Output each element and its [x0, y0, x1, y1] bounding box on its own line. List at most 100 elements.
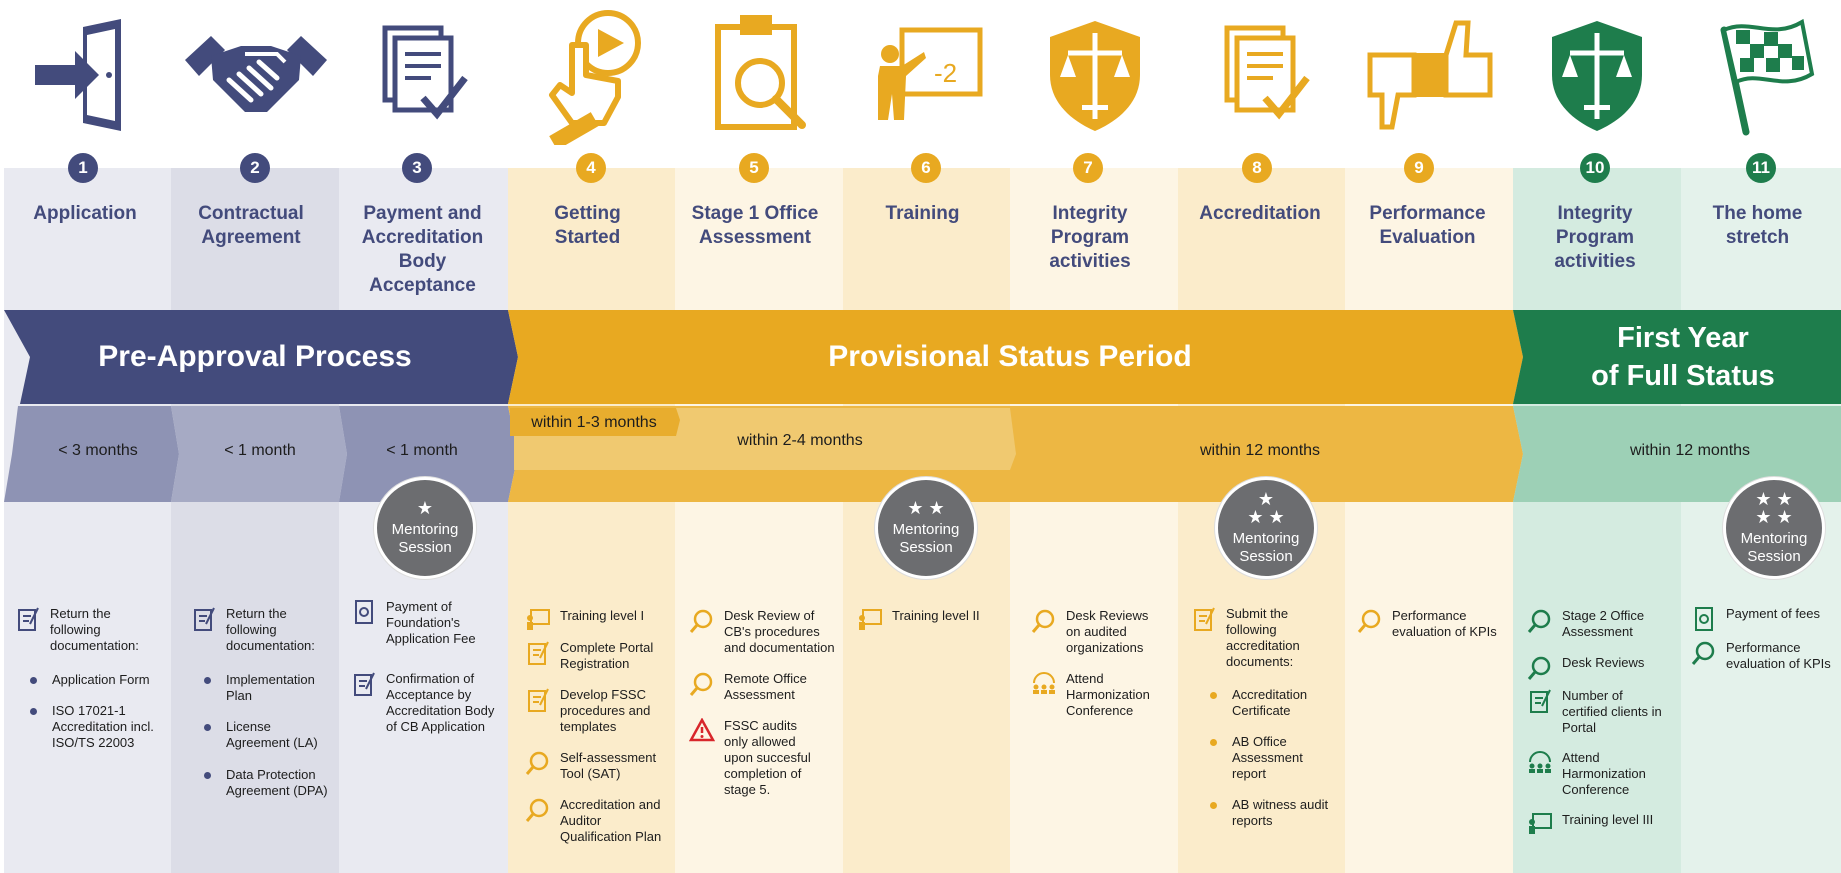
- column-bg-1: [4, 168, 171, 873]
- mentoring-label-1: Mentoring: [1232, 530, 1300, 547]
- document-edit-icon: [1190, 606, 1218, 634]
- clipboard-search-icon: [680, 0, 840, 150]
- bullet-dot: [30, 708, 37, 715]
- col9-item-1: Performance evaluation of KPIs: [1356, 608, 1511, 640]
- step-title-11: The home stretch: [1712, 203, 1803, 248]
- step-number-8: 8: [1242, 153, 1272, 183]
- column-bg-2: [171, 168, 339, 873]
- document-edit-icon: [1526, 688, 1554, 716]
- bullet-dot: [204, 677, 211, 684]
- col4-item-1-text: Training level I: [560, 608, 645, 623]
- col2-intro-text: Return the following documentation:: [226, 606, 315, 653]
- teacher-board-icon: -2: [848, 0, 1008, 150]
- people-group-icon: [1526, 750, 1554, 778]
- magnifier-icon: [1690, 640, 1718, 668]
- col5-item-3-text: FSSC audits only allowed upon succesful …: [724, 718, 811, 797]
- step-title-4: Getting Started: [554, 203, 621, 248]
- step-number-4: 4: [576, 153, 606, 183]
- step-title-3: Payment and Accreditation Body Acceptanc…: [361, 203, 484, 296]
- documents-approved-icon: [345, 0, 495, 150]
- col11-item-2-text: Performance evaluation of KPIs: [1726, 640, 1831, 671]
- col6-item-1: Training level II: [856, 608, 1006, 636]
- thumbs-up-down-icon: [1350, 0, 1510, 150]
- step-title-9: Performance Evaluation: [1369, 203, 1486, 248]
- step-number-1: 1: [68, 153, 98, 183]
- mentoring-label-1: Mentoring: [892, 521, 960, 538]
- step-title-8: Accreditation: [1199, 203, 1321, 224]
- step-number-11: 11: [1746, 153, 1776, 183]
- mentoring-label-2: Session: [398, 539, 452, 556]
- phase-first-year: First Year of Full Status: [1525, 310, 1841, 404]
- people-group-icon: [1030, 671, 1058, 699]
- col10-item-2-text: Desk Reviews: [1562, 655, 1645, 670]
- duration-first-year: within 12 months: [1629, 442, 1751, 459]
- bullet-dot: [204, 724, 211, 731]
- step-title-1: Application: [33, 203, 137, 224]
- duration-step-4: within 1-3 months: [531, 414, 657, 431]
- mentoring-label-2: Session: [899, 539, 953, 556]
- phase-first-year-line2: of Full Status: [1591, 360, 1775, 392]
- col4-item-5: Accreditation and Auditor Qualification …: [524, 797, 674, 845]
- col5-item-2-text: Remote Office Assessment: [724, 671, 807, 702]
- col7-item-2-text: Attend Harmonization Conference: [1066, 671, 1150, 718]
- magnifier-icon: [1356, 608, 1384, 636]
- col10-item-2: Desk Reviews: [1526, 655, 1676, 683]
- col3-item-2: Confirmation of Acceptance by Accreditat…: [350, 671, 505, 735]
- bullet-dot: [1210, 802, 1217, 809]
- step-title-6: Training: [885, 203, 960, 224]
- step-title-10: Integrity Program activities: [1554, 203, 1636, 272]
- col4-item-5-text: Accreditation and Auditor Qualification …: [560, 797, 662, 844]
- bullet-dot: [1210, 739, 1217, 746]
- duration-step-1: < 3 months: [58, 442, 138, 459]
- magnifier-icon: [1030, 608, 1058, 636]
- step-number-3: 3: [402, 153, 432, 183]
- mentoring-label-2: Session: [1747, 548, 1801, 565]
- checkered-flag-icon: [1684, 0, 1839, 150]
- col2-bullet-3: Data Protection Agreement (DPA): [204, 767, 336, 799]
- column-bg-10: [1513, 168, 1681, 873]
- col2-bullet-1: Implementation Plan: [204, 672, 336, 704]
- col4-item-3-text: Develop FSSC procedures and templates: [560, 687, 651, 734]
- document-edit-icon: [14, 606, 42, 634]
- col8-bullet-3: AB witness audit reports: [1210, 797, 1337, 829]
- col1-bullet-2: ISO 17021-1 Accreditation incl. ISO/TS 2…: [30, 703, 162, 751]
- col7-item-1: Desk Reviews on audited organizations: [1030, 608, 1175, 656]
- document-edit-icon: [350, 671, 378, 699]
- col4-item-3: Develop FSSC procedures and templates: [524, 687, 674, 735]
- svg-text:-2: -2: [934, 58, 957, 88]
- col10-item-1-text: Stage 2 Office Assessment: [1562, 608, 1645, 639]
- training-icon: [1526, 812, 1554, 840]
- play-touch-icon: [512, 0, 672, 150]
- magnifier-icon: [524, 750, 552, 778]
- shield-scales-icon: [1015, 0, 1175, 150]
- col11-item-2: Performance evaluation of KPIs: [1690, 640, 1840, 672]
- phase-pre-approval: Pre-Approval Process: [98, 340, 412, 373]
- step-title-7: Integrity Program activities: [1049, 203, 1131, 272]
- column-bg-9: [1345, 168, 1513, 873]
- duration-provisional: within 12 months: [1199, 442, 1321, 459]
- four-stars-icon: ★ ★★ ★: [1755, 489, 1793, 527]
- col10-item-1: Stage 2 Office Assessment: [1526, 608, 1676, 640]
- mentoring-session-4: ★ ★★ ★ Mentoring Session: [1723, 477, 1825, 579]
- col5-item-3: FSSC audits only allowed upon succesful …: [688, 718, 840, 798]
- col3-item-1-text: Payment of Foundation's Application Fee: [386, 599, 476, 646]
- magnifier-icon: [1526, 608, 1554, 636]
- duration-step-2: < 1 month: [224, 442, 296, 459]
- two-stars-icon: ★ ★: [907, 498, 945, 518]
- phase-bands: [4, 310, 1841, 502]
- col8-intro: Submit the following accreditation docum…: [1190, 606, 1340, 670]
- training-icon: [856, 608, 884, 636]
- col11-item-1-text: Payment of fees: [1726, 606, 1820, 621]
- column-bg-5: [675, 168, 843, 873]
- col6-item-1-text: Training level II: [892, 608, 980, 623]
- mentoring-label-2: Session: [1239, 548, 1293, 565]
- col2-intro: Return the following documentation:: [190, 606, 330, 654]
- door-enter-icon: [10, 0, 160, 150]
- step-number-2: 2: [240, 153, 270, 183]
- col9-item-1-text: Performance evaluation of KPIs: [1392, 608, 1497, 639]
- document-edit-icon: [190, 606, 218, 634]
- col4-item-4: Self-assessment Tool (SAT): [524, 750, 674, 782]
- col8-bullet-2-text: AB Office Assessment report: [1232, 734, 1303, 781]
- step-number-9: 9: [1404, 153, 1434, 183]
- col2-bullet-1-text: Implementation Plan: [226, 672, 315, 703]
